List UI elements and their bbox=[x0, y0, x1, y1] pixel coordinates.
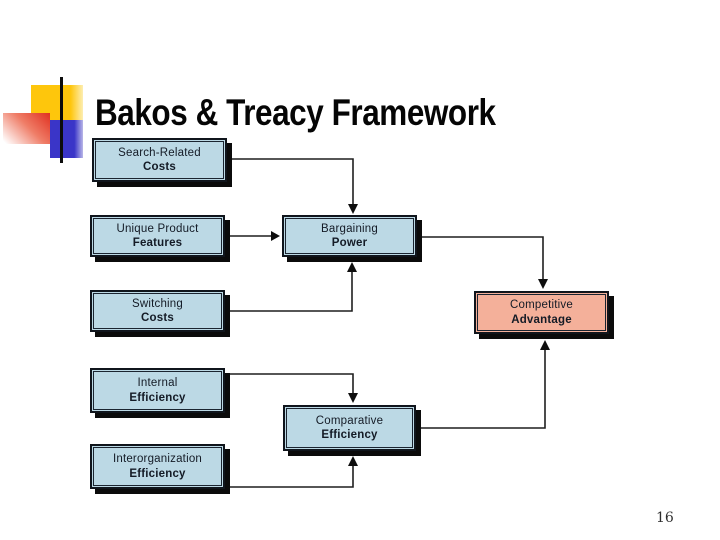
edge-comparative-to-competitive bbox=[416, 349, 546, 429]
arrowhead-up-comparative bbox=[348, 456, 358, 466]
node-comparative-efficiency: Comparative Efficiency bbox=[283, 405, 416, 451]
decoration-red-square bbox=[3, 113, 50, 144]
node-label: Interorganization bbox=[112, 453, 203, 466]
arrowhead-down-competitive bbox=[538, 279, 548, 289]
node-label: Costs bbox=[143, 161, 176, 173]
node-label: Comparative bbox=[315, 414, 384, 427]
arrowhead-up-competitive bbox=[540, 340, 550, 350]
node-interorganization-efficiency: Interorganization Efficiency bbox=[90, 444, 225, 489]
node-label: Unique Product bbox=[116, 222, 199, 235]
edge-internal-to-comparative bbox=[225, 373, 354, 394]
slide-title: Bakos & Treacy Framework bbox=[95, 92, 496, 133]
node-label: Features bbox=[132, 237, 183, 249]
edge-search-to-bargaining bbox=[227, 158, 354, 205]
node-label: Costs bbox=[141, 312, 174, 324]
node-unique-product-features: Unique Product Features bbox=[90, 215, 225, 257]
arrowhead-down-comparative bbox=[348, 393, 358, 403]
decoration-blue-square bbox=[50, 120, 83, 158]
decoration-vertical-rule bbox=[60, 77, 63, 163]
node-label: Power bbox=[331, 237, 368, 249]
node-bargaining-power: Bargaining Power bbox=[282, 215, 417, 257]
node-label: Internal bbox=[137, 377, 178, 390]
node-internal-efficiency: Internal Efficiency bbox=[90, 368, 225, 413]
edge-switching-to-bargaining bbox=[225, 271, 353, 312]
node-label: Efficiency bbox=[129, 391, 186, 404]
edge-interorg-to-comparative bbox=[228, 465, 354, 488]
node-switching-costs: Switching Costs bbox=[90, 290, 225, 332]
arrowhead-right-bargaining bbox=[271, 231, 280, 241]
node-competitive-advantage: Competitive Advantage bbox=[474, 291, 609, 334]
node-label: Competitive bbox=[510, 299, 573, 312]
node-search-related-costs: Search-Related Costs bbox=[92, 138, 227, 182]
node-label: Bargaining bbox=[321, 222, 378, 235]
edge-bargaining-to-competitive bbox=[417, 236, 544, 280]
node-label: Advantage bbox=[511, 313, 572, 326]
node-label: Search-Related bbox=[118, 146, 201, 159]
node-label: Switching bbox=[131, 297, 184, 310]
page-number: 16 bbox=[656, 510, 674, 526]
arrowhead-up-bargaining bbox=[347, 262, 357, 272]
node-label: Efficiency bbox=[321, 429, 378, 441]
arrowhead-down-bargaining bbox=[348, 204, 358, 214]
node-label: Efficiency bbox=[129, 467, 186, 480]
